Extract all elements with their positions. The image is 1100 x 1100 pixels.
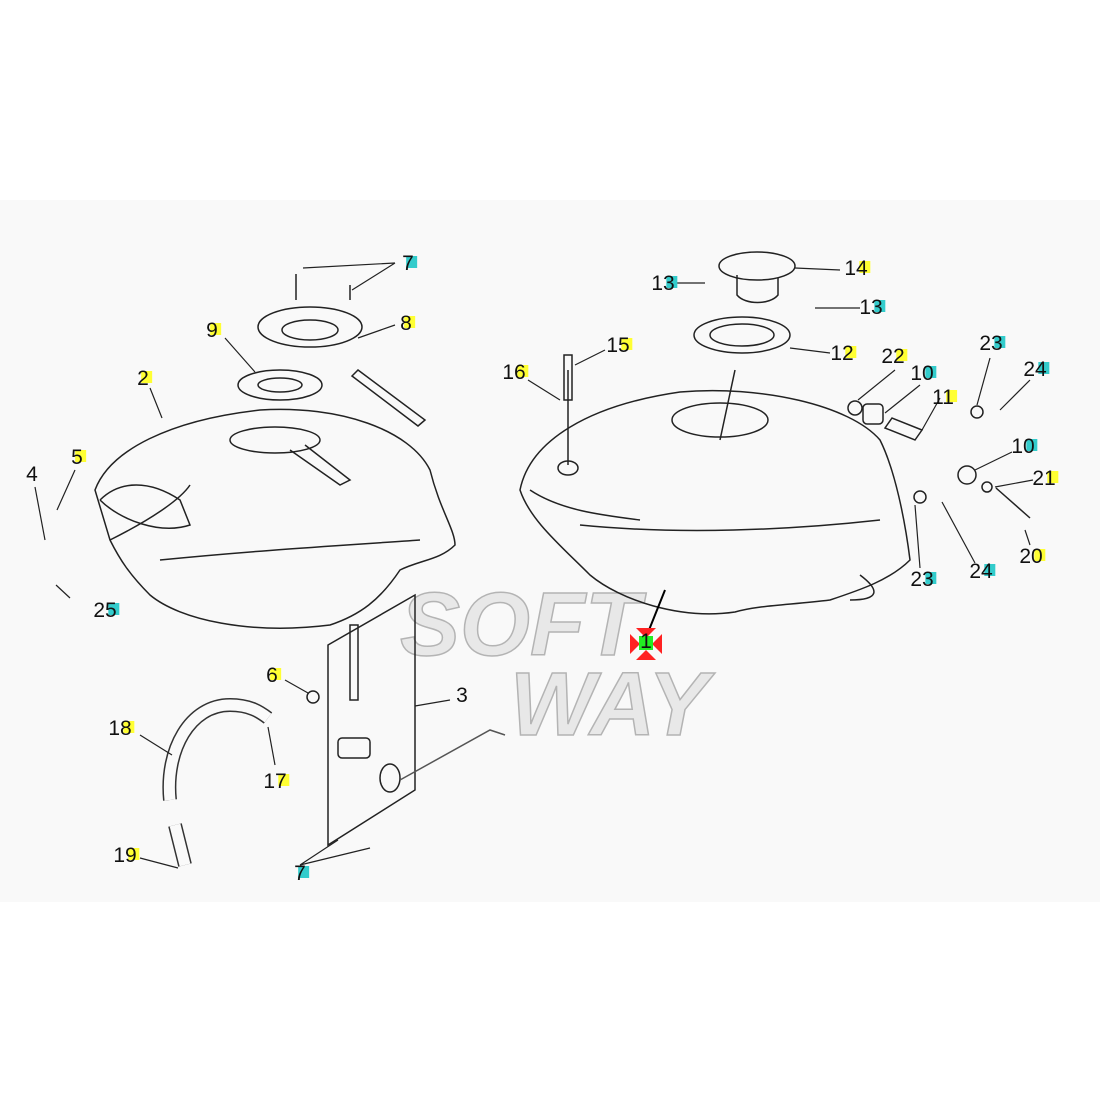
callout-text: 10 [1011, 435, 1035, 458]
callout-10[interactable]: 10 [910, 362, 937, 385]
callout-text: 19 [113, 844, 137, 867]
callout-text: 10 [910, 362, 934, 385]
callout-24[interactable]: 24 [1023, 358, 1050, 381]
callout-text: 24 [1023, 358, 1047, 381]
valve-bracket [327, 593, 416, 847]
callout-text: 7 [294, 862, 306, 885]
fuel-cap [718, 251, 796, 281]
callout-2[interactable]: 2 [137, 367, 152, 390]
callout-19[interactable]: 19 [113, 844, 140, 867]
callout-10[interactable]: 10 [1011, 435, 1038, 458]
callout-text: 6 [266, 664, 278, 687]
callout-13[interactable]: 13 [859, 296, 886, 319]
gasket [237, 369, 323, 401]
callout-7[interactable]: 7 [402, 252, 417, 275]
callout-text: 8 [400, 312, 412, 335]
filler-flange [257, 306, 363, 348]
callout-text: 22 [881, 345, 905, 368]
callout-23[interactable]: 23 [979, 332, 1006, 355]
callout-4[interactable]: 4 [26, 464, 38, 486]
callout-text: 17 [263, 770, 287, 793]
watermark-line-1: SOFT [399, 575, 641, 675]
watermark-line-2: WAY [509, 655, 709, 755]
callout-7[interactable]: 7 [294, 862, 309, 885]
callout-9[interactable]: 9 [206, 319, 221, 342]
callout-text: 15 [606, 334, 630, 357]
callout-18[interactable]: 18 [108, 717, 135, 740]
callout-selected-part[interactable]: 1 [640, 631, 652, 653]
fuel-valve [337, 737, 371, 759]
callout-25[interactable]: 25 [93, 599, 120, 622]
callout-12[interactable]: 12 [830, 342, 857, 365]
callout-23[interactable]: 23 [910, 568, 937, 591]
fuel-hose [162, 697, 273, 801]
callout-text: 9 [206, 319, 218, 342]
selected-part-marker [630, 628, 662, 660]
callout-15[interactable]: 15 [606, 334, 633, 357]
callout-text: 12 [830, 342, 854, 365]
callout-text: 23 [979, 332, 1003, 355]
callout-text: 13 [651, 272, 675, 295]
callout-17[interactable]: 17 [263, 770, 290, 793]
watermark: SOFT WAY [399, 575, 709, 755]
callout-16[interactable]: 16 [502, 361, 529, 384]
callout-22[interactable]: 22 [881, 345, 908, 368]
callout-3[interactable]: 3 [456, 685, 468, 707]
callout-text: 3 [456, 684, 468, 707]
callout-text: 4 [26, 463, 38, 486]
callout-text: 25 [93, 599, 117, 622]
callout-text: 24 [969, 560, 993, 583]
callout-5[interactable]: 5 [71, 446, 86, 469]
callout-text: 18 [108, 717, 132, 740]
callout-8[interactable]: 8 [400, 312, 415, 335]
callout-text: 2 [137, 367, 149, 390]
callout-text: 23 [910, 568, 934, 591]
callout-11[interactable]: 11 [932, 386, 957, 409]
callout-13[interactable]: 13 [651, 272, 678, 295]
callout-14[interactable]: 14 [844, 257, 871, 280]
callout-text: 7 [402, 252, 414, 275]
callout-20[interactable]: 20 [1019, 545, 1046, 568]
filler-ring [693, 316, 791, 354]
callout-text: 13 [859, 296, 883, 319]
callout-text: 5 [71, 446, 83, 469]
fuel-tank-left [94, 408, 456, 629]
callout-text: 20 [1019, 545, 1043, 568]
diagram-panel [0, 200, 1100, 902]
callout-text: 14 [844, 257, 868, 280]
callout-text: 21 [1032, 467, 1056, 490]
callout-text: 11 [932, 386, 954, 409]
callout-6[interactable]: 6 [266, 664, 281, 687]
fuel-tank-right [519, 389, 911, 615]
callout-text: 1 [640, 630, 652, 653]
callout-24[interactable]: 24 [969, 560, 996, 583]
callout-text: 16 [502, 361, 526, 384]
callout-21[interactable]: 21 [1032, 467, 1059, 490]
